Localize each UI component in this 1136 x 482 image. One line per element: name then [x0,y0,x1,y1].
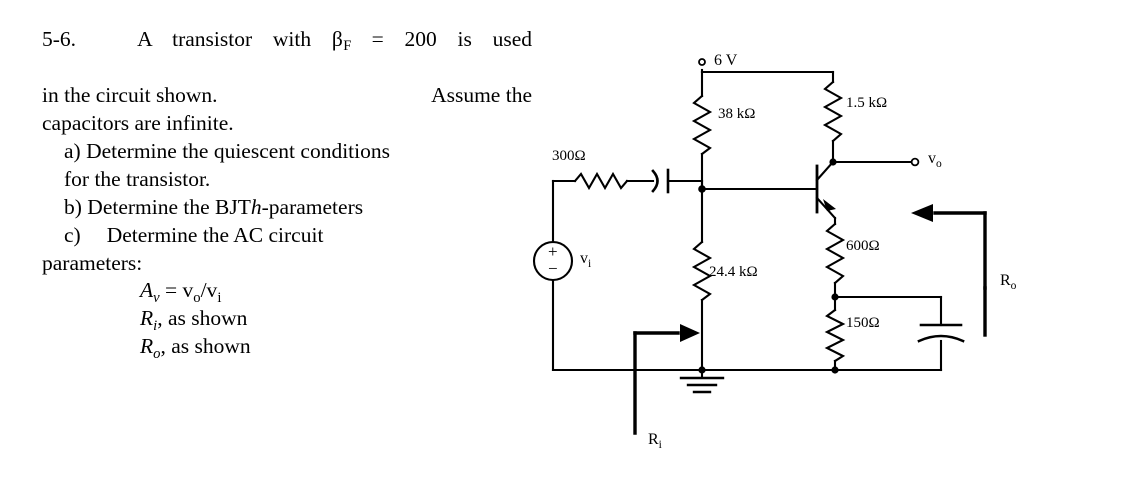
formula-ro-symbol: R [140,334,154,359]
transistor-emitter-arrow [823,199,836,211]
item-b-text-post: -parameters [261,194,364,219]
collector-junction-dot [829,158,837,166]
r300-label: 300Ω [552,148,586,164]
r1k5-zigzag [822,80,844,143]
bypass-cap-plate-curved [917,334,965,343]
input-resistance-symbol: R [648,431,659,448]
output-resistance-label: Ro [1000,272,1017,292]
item-c-text: Determine the AC circuit [106,222,324,247]
r150-label: 150Ω [846,315,880,331]
formula-av-eq: = v [165,278,194,303]
base-junction-dot [698,185,706,193]
emitter-bottom-junction-dot [831,366,839,374]
problem-intro-line-1: 5-6. A transistor with βF = 200 is used [42,26,532,82]
problem-item-b: b) Determine the BJTh-parameters [42,194,532,222]
input-resistance-label: Ri [648,431,662,451]
problem-intro-line-2-b: Assume the [431,82,532,107]
output-terminal-node [910,157,920,167]
r600-zigzag [824,222,846,285]
problem-item-c: c) Determine the AC circuit [42,222,532,250]
problem-item-a-cont: for the transistor. [64,166,211,191]
beta-subscript: F [343,38,352,55]
source-plus-sign: + [548,242,558,261]
source-voltage-label: vi [580,250,592,270]
ri-indicator-arrowhead [680,324,700,342]
source-voltage-subscript: i [588,257,592,270]
r24k4-label: 24.4 kΩ [709,264,758,280]
formula-ri-text: , as shown [157,306,248,331]
r38k-label: 38 kΩ [718,106,756,122]
item-b-h-symbol: h [250,194,262,219]
formula-av-sub-o: o [193,289,201,306]
problem-intro-line-2-a: in the circuit shown. [42,82,218,107]
problem-item-a: a) Determine the quiescent conditions [42,138,532,166]
r1k5-label: 1.5 kΩ [846,95,888,111]
formula-av-subscript: v [153,289,160,306]
output-resistance-symbol: R [1000,272,1011,289]
output-resistance-subscript: o [1010,279,1017,292]
item-a-text: Determine the quiescent conditions [86,138,390,163]
input-source-circle [532,240,574,282]
output-voltage-symbol: v [928,150,936,167]
formula-av-div: /v [200,278,218,303]
problem-statement: 5-6. A transistor with βF = 200 is used … [42,26,532,362]
item-b-label: b) [64,194,82,219]
problem-intro-text-b: = 200 is used [371,27,532,51]
formula-ri-symbol: R [140,306,154,331]
r600-label: 600Ω [846,238,880,254]
supply-terminal-node [698,58,706,66]
source-minus-sign: − [548,259,558,278]
problem-number: 5-6. [42,27,77,51]
formula-ro-text: , as shown [160,334,251,359]
item-c-label: c) [64,222,81,247]
emitter-mid-junction-dot [831,293,839,301]
formula-ro: Ro, as shown [42,333,532,361]
formula-av-symbol: A [140,278,154,303]
problem-intro-line-3: capacitors are infinite. [42,110,234,135]
problem-item-c-cont: parameters: [42,250,143,275]
formula-ro-subscript: o [153,345,161,362]
problem-intro-line-2: in the circuit shown. Assume the [42,82,532,110]
item-a-label: a) [64,138,81,163]
output-voltage-label: vo [928,150,942,170]
ground-junction-dot [698,366,706,374]
formula-av-sub-i: i [217,289,222,306]
r300-zigzag [573,171,629,191]
r38k-zigzag [691,94,713,156]
output-voltage-subscript: o [936,157,942,170]
source-voltage-symbol: v [580,250,588,267]
ro-indicator-arrowhead [911,204,933,222]
transistor-emitter-lead [815,196,837,220]
coupling-cap-plate-curved [651,169,659,193]
supply-voltage-label: 6 V [714,52,738,69]
item-b-text-pre: Determine the BJT [87,194,251,219]
formula-av: Av = vo/vi [42,277,532,305]
formula-ri-subscript: i [153,317,158,334]
problem-intro-text-a: A transistor with [137,27,312,51]
beta-symbol: β [331,27,343,51]
r150-zigzag [824,308,846,363]
transistor-collector-lead [815,160,835,182]
r24k4-zigzag [691,240,713,302]
input-resistance-subscript: i [658,438,662,451]
formula-ri: Ri, as shown [42,305,532,333]
